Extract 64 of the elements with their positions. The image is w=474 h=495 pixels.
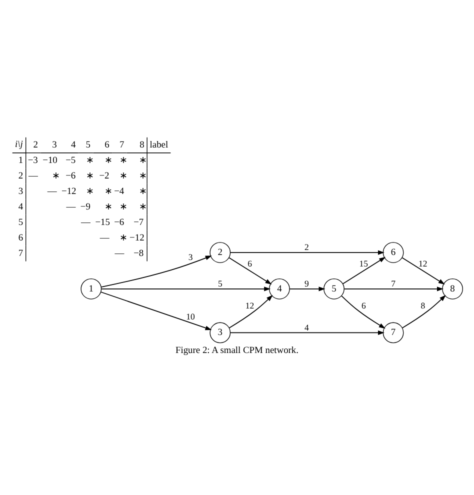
label: ∗ — [86, 156, 94, 166]
label: ∗ — [138, 172, 147, 182]
caption: Figure 2: A small CPM network. — [175, 346, 299, 356]
edge-label: 12 — [418, 258, 428, 268]
edge-label: 6 — [361, 300, 366, 311]
label: ∗ — [119, 172, 128, 182]
label: 5 — [86, 140, 90, 151]
label: −15 — [95, 218, 110, 228]
label: −5 — [66, 156, 76, 166]
edge-label: 10 — [186, 312, 195, 322]
label: ∗ — [119, 234, 128, 244]
label: ∗ — [119, 202, 128, 213]
label: ∗ — [86, 172, 94, 182]
label: −12 — [62, 187, 76, 198]
edge-label: 6 — [248, 258, 252, 268]
label: −2 — [99, 172, 110, 182]
edge-label: 5 — [218, 278, 222, 288]
label: 7 — [119, 140, 124, 151]
label: ∗ — [104, 202, 113, 213]
label: 2 — [33, 140, 38, 151]
label: i\j — [15, 140, 23, 150]
label: ∗ — [52, 172, 60, 182]
label: −10 — [42, 156, 58, 166]
label: 4 — [18, 202, 24, 213]
label: 6 — [18, 234, 24, 244]
label: — — [28, 172, 38, 182]
label: — — [114, 249, 124, 260]
edge-label: 2 — [304, 242, 309, 252]
label: 2 — [18, 172, 24, 182]
label: 8 — [140, 140, 144, 151]
label: 4 — [70, 140, 76, 151]
edge-label: 7 — [391, 278, 396, 288]
label: −6 — [114, 218, 124, 228]
label: 7 — [18, 249, 24, 260]
label: label — [150, 140, 168, 151]
label: ∗ — [138, 202, 147, 213]
label: −7 — [134, 218, 144, 228]
edge-label: 12 — [245, 300, 254, 311]
label: −12 — [130, 234, 144, 244]
edge-label: 8 — [420, 300, 426, 311]
label: ∗ — [138, 187, 147, 198]
label: — — [47, 187, 57, 198]
label: ∗ — [86, 187, 94, 198]
label: 5 — [18, 218, 24, 228]
label: ∗ — [104, 156, 113, 166]
label: 6 — [104, 140, 110, 151]
label: 3 — [52, 140, 57, 151]
edge-label: 3 — [188, 252, 193, 262]
label: 3 — [18, 187, 24, 198]
label: −3 — [28, 156, 38, 166]
label: −6 — [66, 172, 76, 182]
edge-label: 9 — [304, 278, 309, 288]
label: — — [100, 234, 110, 244]
label: 1 — [18, 156, 24, 166]
label: — — [66, 202, 76, 213]
label: — — [81, 218, 90, 228]
edge-label: 4 — [304, 322, 309, 332]
label: ∗ — [119, 156, 128, 166]
label: ∗ — [104, 187, 113, 198]
label: −9 — [80, 202, 90, 213]
label: −4 — [114, 187, 124, 198]
label: ∗ — [138, 156, 147, 166]
label: −8 — [134, 249, 144, 260]
edge-label: 15 — [359, 258, 368, 268]
